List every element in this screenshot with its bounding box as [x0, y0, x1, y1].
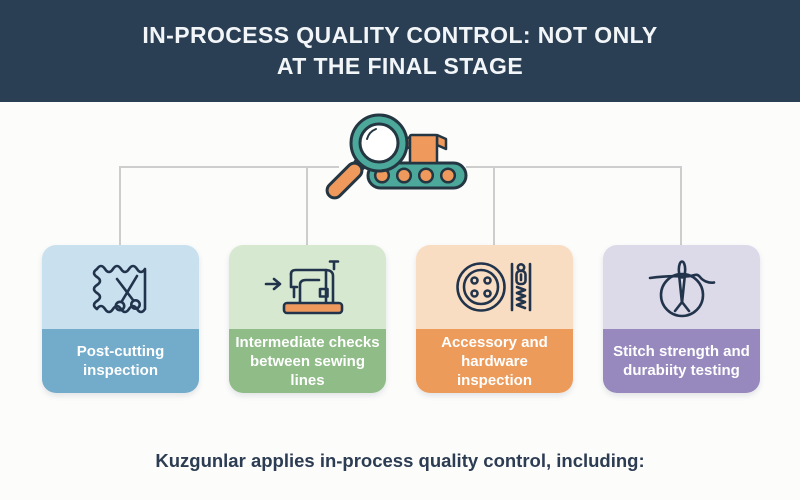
card-stitch-strength: Stitch strength and durabiity testing — [603, 245, 760, 393]
header-banner: IN-PROCESS QUALITY CONTROL: NOT ONLY AT … — [0, 0, 800, 102]
connector-horizontal-left — [119, 166, 339, 168]
card-icon-area — [603, 245, 760, 329]
card-icon-area — [416, 245, 573, 329]
card-label-area: Stitch strength and durabiity testing — [603, 329, 760, 393]
sewing-machine-icon — [264, 260, 343, 315]
connector-vertical-3 — [493, 166, 495, 246]
magnifier-conveyor-illustration — [325, 113, 468, 200]
connector-horizontal-right — [466, 166, 682, 168]
fabric-scissors-icon — [92, 264, 146, 314]
card-label: Intermediate checks between sewing lines — [235, 333, 380, 389]
card-icon-area — [229, 245, 386, 329]
card-label: Stitch strength and durabiity testing — [613, 343, 750, 379]
page-title-line1: IN-PROCESS QUALITY CONTROL: NOT ONLY — [142, 22, 658, 48]
card-label-area: Accessory and hardware inspection — [416, 329, 573, 393]
page-title-line2: AT THE FINAL STAGE — [276, 53, 524, 79]
card-label-area: Intermediate checks between sewing lines — [229, 329, 386, 393]
connector-vertical-2 — [306, 166, 308, 246]
connector-vertical-1 — [119, 166, 121, 246]
connector-vertical-4 — [680, 166, 682, 246]
footer-caption: Kuzgunlar applies in-process quality con… — [155, 450, 645, 471]
card-label-area: Post-cutting inspection — [42, 329, 199, 393]
needle-thread-icon — [648, 260, 715, 318]
card-accessory-hardware: Accessory and hardware inspection — [416, 245, 573, 393]
card-post-cutting-inspection: Post-cutting inspection — [42, 245, 199, 393]
card-label: Accessory and hardware inspection — [441, 333, 548, 389]
button-zipper-icon — [455, 262, 531, 312]
card-icon-area — [42, 245, 199, 329]
card-intermediate-checks: Intermediate checks between sewing lines — [229, 245, 386, 393]
card-label: Post-cutting inspection — [76, 343, 165, 379]
